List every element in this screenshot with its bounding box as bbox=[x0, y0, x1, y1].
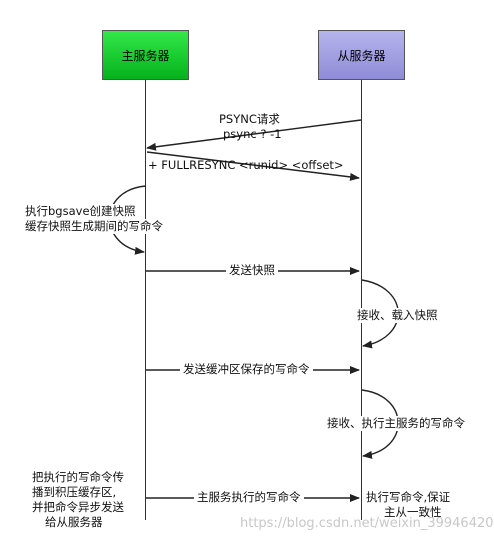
send-exec-label: 主服务执行的写命令 bbox=[194, 490, 304, 505]
slave-server-label: 从服务器 bbox=[337, 48, 386, 63]
fullresync-arrow bbox=[146, 151, 360, 181]
slave-lifeline bbox=[361, 80, 362, 520]
watermark-text: https://blog.csdn.net/weixin_39946420 bbox=[240, 516, 494, 531]
psync-arrow bbox=[146, 119, 362, 151]
slave-consistent-note-2: 主从一致性 bbox=[384, 505, 442, 519]
fullresync-label: + FULLRESYNC <runid> <offset> bbox=[148, 158, 344, 172]
slave-load-note: 接收、载入快照 bbox=[357, 308, 438, 323]
master-propagate-note-3: 并把命令异步发送 bbox=[32, 500, 124, 514]
master-server-node: 主服务器 bbox=[102, 30, 189, 80]
master-propagate-note-4: 给从服务器 bbox=[45, 515, 103, 529]
psync-label-2: psync ? -1 bbox=[223, 127, 282, 141]
master-server-label: 主服务器 bbox=[121, 48, 170, 63]
master-lifeline bbox=[145, 80, 146, 520]
master-bgsave-note-1: 执行bgsave创建快照 bbox=[25, 204, 136, 219]
slave-server-node: 从服务器 bbox=[318, 30, 405, 80]
master-bgsave-note-2: 缓存快照生成期间的写命令 bbox=[25, 219, 163, 234]
psync-label-1: PSYNC请求 bbox=[219, 112, 280, 126]
master-propagate-note-1: 把执行的写命令传 bbox=[32, 470, 124, 484]
master-propagate-note-2: 播到积压缓存区, bbox=[32, 485, 117, 499]
send-snapshot-label: 发送快照 bbox=[226, 263, 278, 278]
slave-consistent-note-1: 执行写命令,保证 bbox=[366, 490, 451, 504]
send-buffer-label: 发送缓冲区保存的写命令 bbox=[180, 362, 313, 377]
slave-exec-note: 接收、执行主服务的写命令 bbox=[327, 416, 465, 431]
